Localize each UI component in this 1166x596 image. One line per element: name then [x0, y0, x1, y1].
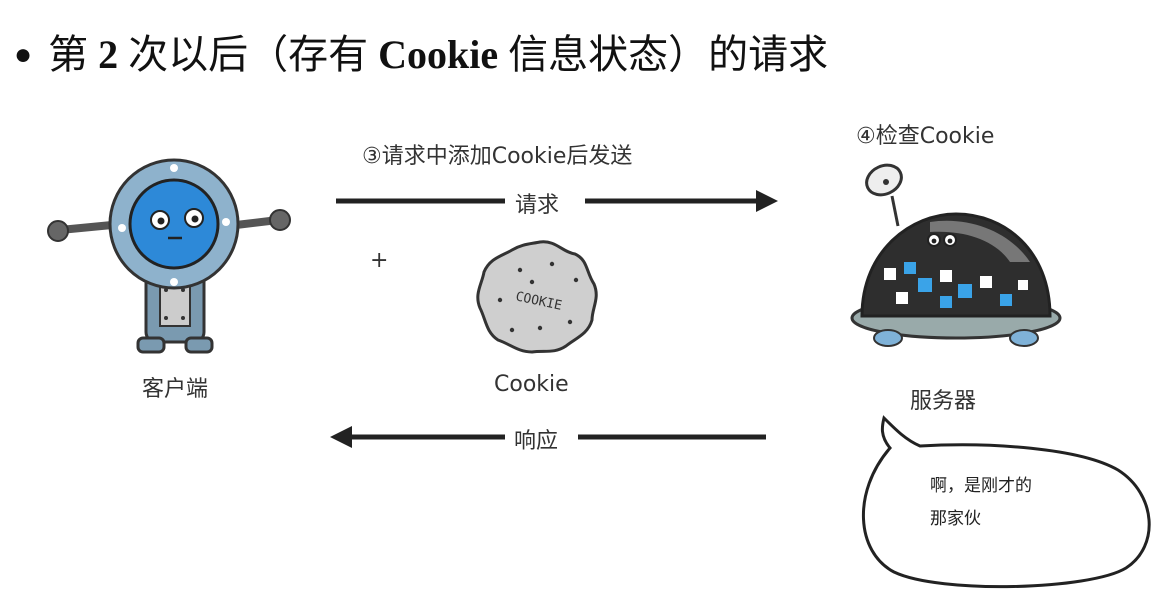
- server-step-label: ④检查Cookie: [856, 124, 995, 149]
- heading: ●第 2 次以后（存有 Cookie 信息状态）的请求: [14, 32, 829, 77]
- cookie-label: Cookie: [494, 372, 569, 397]
- cookie-icon: [476, 240, 598, 354]
- speech-bubble-text: 啊，是刚才的 那家伙: [930, 470, 1110, 536]
- client-label: 客户端: [142, 377, 209, 402]
- client-robot-icon: [47, 158, 291, 354]
- bullet: ●: [14, 38, 33, 71]
- response-label: 响应: [514, 429, 559, 454]
- speech-bubble: [861, 415, 1151, 589]
- speech-line-1: 啊，是刚才的: [930, 476, 1032, 496]
- request-label: 请求: [515, 193, 560, 218]
- speech-line-2: 那家伙: [930, 509, 981, 529]
- request-step-label: ③请求中添加Cookie后发送: [362, 144, 633, 169]
- server-label: 服务器: [910, 389, 977, 414]
- server-robot-icon: [850, 163, 1062, 347]
- response-arrow: [330, 426, 766, 448]
- plus-sign: +: [370, 248, 389, 273]
- request-arrow: [336, 190, 778, 212]
